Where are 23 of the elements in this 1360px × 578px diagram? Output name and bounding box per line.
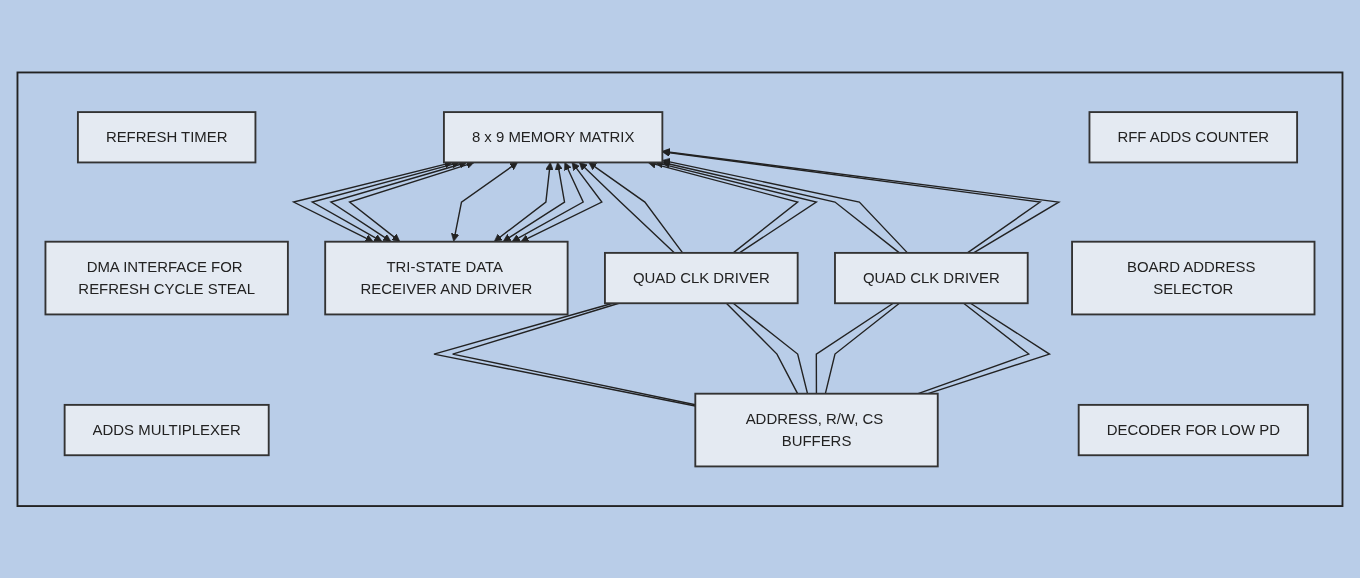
arrow [588, 161, 684, 254]
node-box: TRI-STATE DATA RECEIVER AND DRIVER [324, 240, 569, 316]
arrow [578, 161, 676, 254]
node-box: QUAD CLK DRIVER [604, 251, 799, 304]
node-box: RFF ADDS COUNTER [1088, 110, 1299, 164]
node-box: DECODER FOR LOW PD [1077, 403, 1309, 456]
node-box: ADDS MULTIPLEXER [63, 403, 270, 456]
node-box: DMA INTERFACE FOR REFRESH CYCLE STEAL [44, 240, 289, 316]
connector [732, 302, 809, 395]
connector [815, 302, 894, 395]
connector [725, 302, 799, 395]
node-box: QUAD CLK DRIVER [834, 251, 1029, 304]
connector [824, 302, 901, 395]
arrow [493, 161, 554, 242]
arrow [451, 161, 518, 242]
node-box: ADDRESS, R/W, CS BUFFERS [694, 392, 939, 468]
node-box: 8 x 9 MEMORY MATRIX [443, 110, 664, 164]
arrow [502, 161, 566, 242]
cluster [16, 71, 1344, 507]
node-box: REFRESH TIMER [77, 110, 257, 164]
node-box: BOARD ADDRESS SELECTOR [1071, 240, 1316, 316]
arrow [520, 161, 603, 242]
arrow [511, 161, 585, 242]
